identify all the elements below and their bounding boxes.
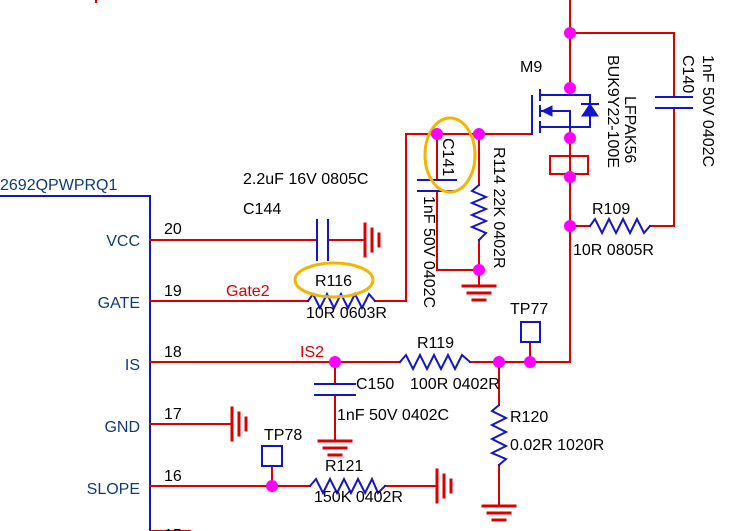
pin-number-20: 20 <box>164 221 182 238</box>
pin-number-19: 19 <box>164 283 182 300</box>
c144-capacitor <box>316 219 329 261</box>
junction-dot <box>564 220 576 232</box>
r116-resistor <box>306 291 377 311</box>
pin-number-18: 18 <box>164 344 182 361</box>
junction-dot <box>564 27 576 39</box>
r114-ref: R114 <box>490 147 507 184</box>
ground-symbol <box>230 406 248 442</box>
junction-dot <box>266 480 278 492</box>
m9-part: BUK9Y22-100E <box>604 55 621 168</box>
r119-value: 100R 0402R <box>410 376 500 393</box>
c141-value: 1nF 50V 0402C <box>420 196 437 308</box>
junction-dot <box>493 356 505 368</box>
c140-capacitor <box>655 96 693 109</box>
ground-symbol <box>435 468 453 504</box>
c150-value: 1nF 50V 0402C <box>337 407 449 424</box>
pin-number-15: 15 <box>164 527 182 531</box>
r120-ref: R120 <box>510 409 548 426</box>
junction-dot <box>431 128 443 140</box>
pin-name-gate: GATE <box>98 295 140 312</box>
c141-ref: C141 <box>439 138 456 176</box>
pin-name-gnd: GND <box>104 419 140 436</box>
c140-ref: C140 <box>679 55 696 93</box>
junction-dot <box>564 171 576 183</box>
tp77-ref: TP77 <box>510 301 548 318</box>
pin-name-slope: SLOPE <box>87 481 140 498</box>
pin-number-16: 16 <box>164 468 182 485</box>
junction-dot <box>524 356 536 368</box>
net-label-gate2: Gate2 <box>226 283 270 300</box>
r121-resistor <box>308 476 387 496</box>
junctions <box>266 27 576 492</box>
ground-symbol <box>481 504 517 522</box>
m9-arrow <box>540 105 553 117</box>
m9-package: LFPAK56 <box>621 96 638 163</box>
junction-dot <box>564 82 576 94</box>
tp77-testpoint <box>520 321 541 343</box>
r120-value: 0.02R 1020R <box>510 437 604 454</box>
ground-symbol <box>461 284 497 302</box>
r109-value: 10R 0805R <box>573 242 654 259</box>
junction-dot <box>473 128 485 140</box>
r114-value: 22K 0402R <box>490 189 507 269</box>
junction-dot <box>329 356 341 368</box>
r116-highlight <box>293 261 375 299</box>
c141-highlight <box>423 116 477 194</box>
pin-number-17: 17 <box>164 406 182 423</box>
r119-resistor <box>398 352 472 372</box>
r114-label: R114 22K 0402R <box>490 147 507 269</box>
m9-ref: M9 <box>520 59 542 76</box>
pin-name-vcc: VCC <box>106 233 140 250</box>
ic-body <box>0 195 151 531</box>
r114-resistor <box>469 183 489 242</box>
r109-ref: R109 <box>592 201 630 218</box>
c150-ref: C150 <box>356 376 394 393</box>
m9-body-diode <box>581 103 599 117</box>
c150-capacitor <box>314 383 356 396</box>
r121-value: 150K 0402R <box>314 489 403 506</box>
c144-ref: C144 <box>243 201 281 218</box>
junction-dot <box>564 132 576 144</box>
net-label-is2: IS2 <box>300 344 324 361</box>
ground-symbol <box>317 439 353 457</box>
c144-value: 2.2uF 16V 0805C <box>243 171 368 188</box>
tp78-testpoint <box>261 445 283 467</box>
ground-symbol <box>363 222 381 258</box>
r121-ref: R121 <box>325 458 363 475</box>
tp78-ref: TP78 <box>264 427 302 444</box>
ic-part-number: 2692QPWPRQ1 <box>0 177 117 194</box>
pin-name-is: IS <box>125 357 140 374</box>
junction-dot <box>473 264 485 276</box>
r116-ref: R116 <box>315 273 352 290</box>
c140-value: 1nF 50V 0402C <box>699 55 716 167</box>
r116-value: 10R 0603R <box>306 305 387 322</box>
r119-ref: R119 <box>417 335 454 352</box>
r109-resistor <box>588 216 652 236</box>
r120-resistor <box>489 403 509 467</box>
